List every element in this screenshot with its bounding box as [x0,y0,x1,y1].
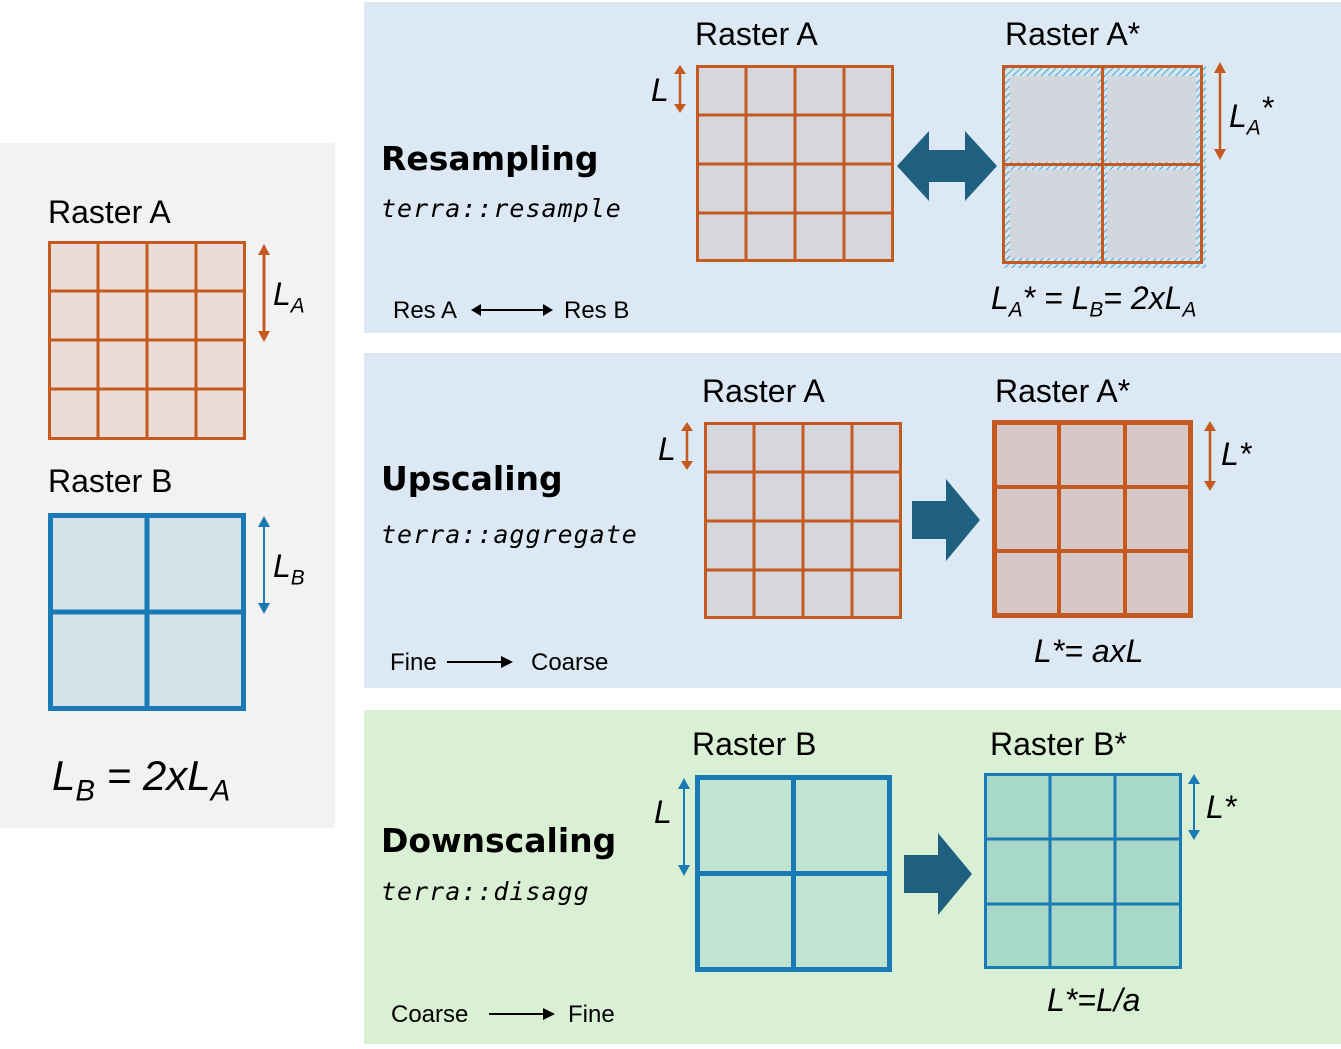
downscaling-arrow [904,833,972,915]
upscaling-flow-to: Coarse [531,649,609,676]
resampling-target-cell [1107,76,1196,162]
resampling-equation: LA* = LB= 2xLA [991,280,1197,322]
downscaling-flow-from: Coarse [391,1001,469,1028]
resampling-target-grid [1002,65,1206,268]
upscaling-arrow [912,479,980,561]
downscaling-flow-to: Fine [568,1001,615,1028]
resampling-target-length-arrow [1214,62,1226,160]
resampling-target-cell [1010,170,1098,258]
downscaling-title: Downscaling [381,821,617,860]
upscaling-function: terra::aggregate [381,520,638,549]
upscaling-source-title: Raster A [702,373,825,409]
resampling-source-length-label: L [651,72,669,108]
downscaling-source-grid [695,775,892,972]
upscaling-target-title: Raster A* [995,373,1131,409]
raster-a-title: Raster A [48,194,171,230]
upscaling-flow-from: Fine [390,649,437,676]
raster-a-grid [48,241,246,440]
downscaling-source-length-label: L [654,794,672,830]
resampling-source-grid [696,65,894,262]
upscaling-target-grid [992,420,1193,618]
upscaling-source-grid [704,422,902,619]
resampling-target-cell [1010,76,1098,162]
length-b-arrow [258,516,270,614]
resampling-function: terra::resample [381,194,622,223]
resampling-flow-to: Res B [564,297,630,324]
resampling-target-cell [1107,170,1196,258]
raster-b-cell-lines [50,515,244,709]
length-a-arrow [258,244,270,342]
upscaling-target-length-label: L* [1221,436,1252,472]
downscaling-function: terra::disagg [381,877,590,906]
upscaling-source-length-label: L [658,431,676,467]
resampling-source-length-arrow [674,65,686,113]
resampling-flow-arrow [471,304,553,316]
length-b-label: LB [273,548,305,590]
upscaling-flow-arrow [447,656,513,668]
raster-b-title: Raster B [48,463,173,499]
downscaling-source-length-arrow [678,778,690,876]
upscaling-equation: L*= axL [1034,633,1144,669]
upscaling-target-border [992,420,1193,618]
resampling-target-title: Raster A* [1005,16,1141,52]
reference-equation: LB = 2xLA [52,752,231,808]
raster-b-grid [48,513,246,711]
raster-a-cell-lines [49,242,245,439]
upscaling-source-length-arrow [681,422,693,470]
resampling-source-title: Raster A [695,16,818,52]
downscaling-target-length-label: L* [1206,789,1237,825]
length-a-label: LA [273,276,305,318]
downscaling-equation: L*=L/a [1047,982,1141,1018]
downscaling-target-title: Raster B* [990,726,1127,762]
downscaling-target-length-arrow [1188,774,1200,840]
downscaling-target-grid [984,773,1182,969]
resampling-flow-from: Res A [393,297,458,324]
resampling-double-arrow [897,131,997,201]
downscaling-source-title: Raster B [692,726,817,762]
downscaling-flow-arrow [489,1008,555,1020]
downscaling-target-border [984,773,1182,969]
resampling-title: Resampling [381,139,599,178]
resampling-target-length-label: LA* [1229,90,1274,140]
upscaling-target-length-arrow [1204,421,1216,491]
upscaling-title: Upscaling [381,459,563,498]
